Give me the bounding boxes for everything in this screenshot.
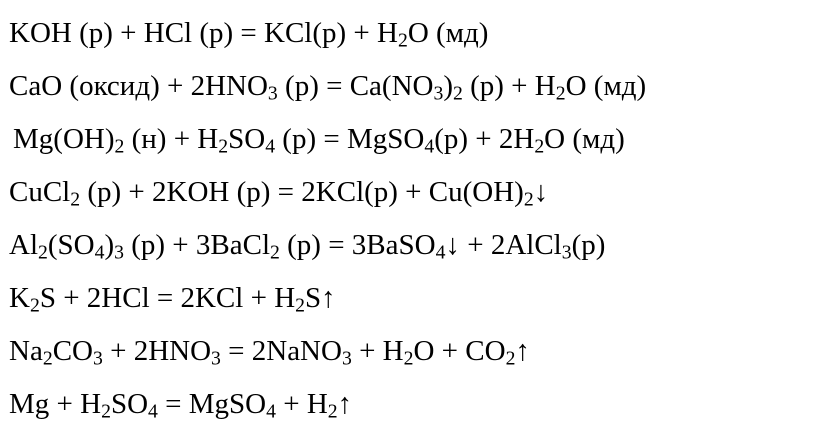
subscript: 4 [266,400,276,423]
formula-text: (р) [571,229,606,261]
formula-text: Al [9,229,38,261]
formula-text: + 2HNO [102,335,212,367]
subscript: 4 [435,241,446,264]
subscript: 2 [534,135,545,158]
equation-line-2: CaO (оксид) + 2HNO3 (р) = Ca(NO3)2 (р) +… [9,60,829,113]
formula-text: (р) = MgSO [275,123,425,155]
formula-text: = MgSO [157,388,267,420]
formula-text: SO [110,388,149,420]
formula-text: O (мд) [565,70,647,102]
subscript: 4 [94,241,105,264]
equation-line-3: Mg(OH)2 (н) + H2SO4 (р) = MgSO4(р) + 2H2… [9,113,829,166]
subscript: 2 [270,241,280,264]
formula-text: (р) + 2KOH (р) = 2KCl(р) + Cu(OH) [80,176,524,208]
subscript: 2 [555,82,566,105]
subscript: 2 [505,347,516,370]
formula-text: S + 2HCl = 2KCl + H [39,282,296,314]
formula-text: Mg(OH) [13,123,115,155]
formula-text: (р) + 3BaCl [123,229,271,261]
subscript: 2 [42,347,53,370]
formula-text: O (мд) [407,17,489,49]
equation-line-4: CuCl2 (р) + 2KOH (р) = 2KCl(р) + Cu(OH)2… [9,166,829,219]
subscript: 3 [92,347,103,370]
equation-line-1: KOH (р) + HCl (р) = KCl(р) + H2O (мд) [9,7,829,60]
formula-text: ) [443,70,453,102]
subscript: 4 [265,135,276,158]
subscript: 3 [267,82,278,105]
subscript: 2 [29,294,40,317]
subscript: 2 [114,135,125,158]
subscript: 3 [561,241,572,264]
formula-text: (р) + 2H [434,123,535,155]
formula-text: (р) = 3BaSO [279,229,436,261]
formula-text: SO [228,123,266,155]
formula-text: K [9,282,30,314]
equation-line-7: Na2CO3 + 2HNO3 = 2NaNO3 + H2O + CO2↑ [9,325,829,378]
subscript: 2 [403,347,414,370]
formula-text: O (мд) [544,123,625,155]
formula-text: CaO (оксид) + 2HNO [9,70,268,102]
subscript: 3 [433,82,444,105]
formula-text: Na [9,335,43,367]
subscript: 2 [397,29,408,52]
formula-text: ↑ [337,388,353,420]
formula-text: ) [104,229,115,261]
formula-text: + H [351,335,404,367]
subscript: 3 [114,241,124,264]
subscript: 2 [453,82,463,105]
equation-line-5: Al2(SO4)3 (р) + 3BaCl2 (р) = 3BaSO4↓ + 2… [9,219,829,272]
subscript: 3 [341,347,352,370]
subscript: 2 [38,241,48,264]
formula-text: CuCl [9,176,71,208]
formula-text: ↓ + 2AlCl [445,229,562,261]
formula-text: = 2NaNO [220,335,342,367]
formula-text: (р) + H [462,70,556,102]
subscript: 4 [148,400,158,423]
subscript: 2 [327,400,338,423]
formula-text: ↓ [533,176,549,208]
formula-text: + H [275,388,328,420]
formula-text: S↑ [305,282,336,314]
subscript: 2 [218,135,229,158]
subscript: 2 [523,188,534,211]
subscript: 2 [101,400,111,423]
formula-text: ↑ [515,335,530,367]
formula-text: CO [52,335,93,367]
formula-text: Mg + H [9,388,102,420]
equation-line-8: Mg + H2SO4 = MgSO4 + H2↑ [9,378,829,431]
formula-text: KOH (р) + HCl (р) = KCl(р) + H [9,17,398,49]
subscript: 2 [70,188,81,211]
subscript: 4 [424,135,435,158]
formula-text: (SO [47,229,95,261]
formula-text: (р) = Ca(NO [277,70,434,102]
subscript: 3 [211,347,221,370]
formula-text: (н) + H [124,123,219,155]
equation-list: KOH (р) + HCl (р) = KCl(р) + H2O (мд) Ca… [9,0,829,431]
formula-text: O + CO [413,335,506,367]
subscript: 2 [295,294,305,317]
equation-line-6: K2S + 2HCl = 2KCl + H2S↑ [9,272,829,325]
